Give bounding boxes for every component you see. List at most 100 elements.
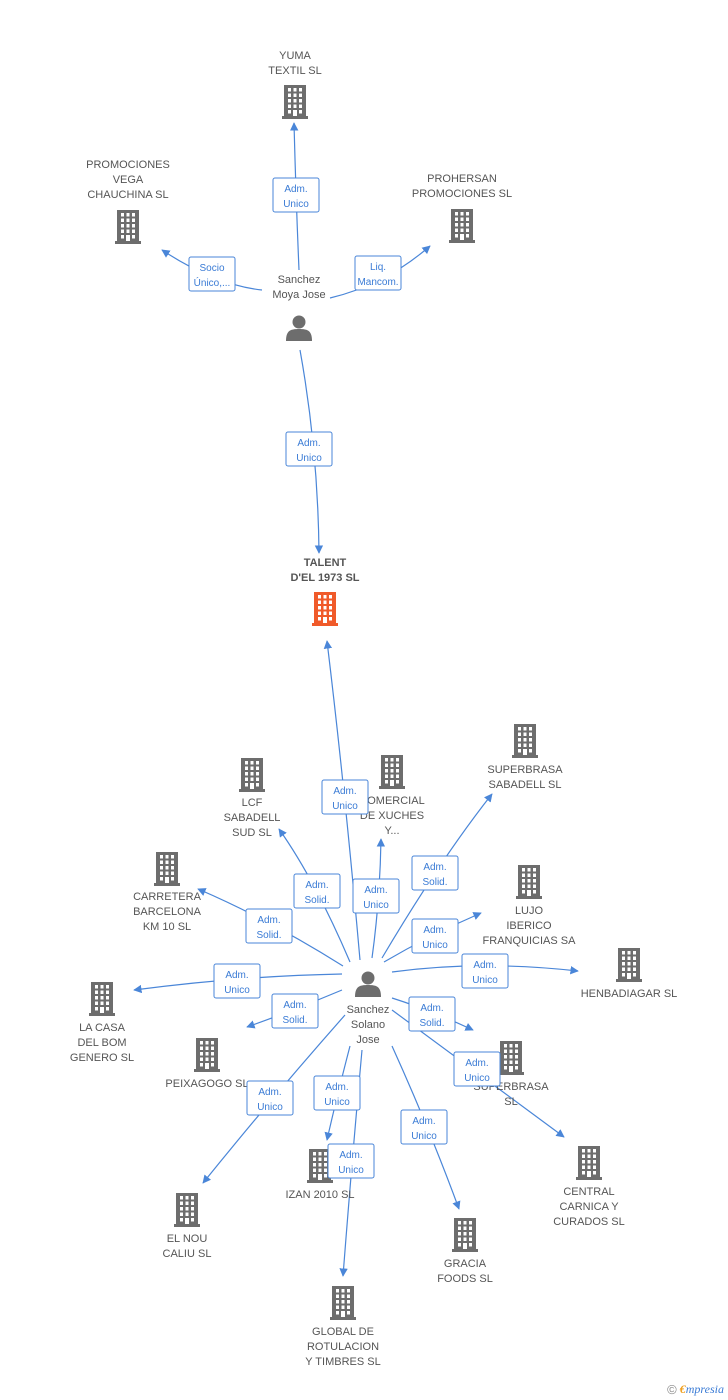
node-izan[interactable]: IZAN 2010 SL [285, 1149, 355, 1201]
node-label-line: SUD SL [232, 827, 272, 839]
edge-label-line: Adm. [412, 1116, 435, 1127]
building-icon [498, 1041, 524, 1075]
edge-label-line: Solid. [422, 877, 447, 888]
node-label-line: KM 10 SL [143, 921, 191, 933]
edge-label-line: Unico [332, 801, 358, 812]
edge-label[interactable]: Adm.Unico [453, 1051, 501, 1087]
node-label-line: CURADOS SL [553, 1216, 625, 1228]
node-label-line: SUPERBRASA [487, 764, 563, 776]
node-label-line: Moya Jose [272, 289, 325, 301]
edge-label[interactable]: Adm. Unico [272, 177, 320, 213]
building-icon [330, 1286, 356, 1320]
building-icon [154, 852, 180, 886]
edge-label[interactable]: Adm.Solid. [411, 855, 459, 891]
edge-label[interactable]: Adm.Solid. [271, 993, 319, 1029]
edge-label[interactable]: Adm.Solid. [293, 873, 341, 909]
node-label-line: IBERICO [506, 920, 552, 932]
edge-label-line: Unico [257, 1102, 283, 1113]
edge-label-line: Adm. [284, 184, 307, 195]
node-label-line: EL NOU [167, 1233, 208, 1245]
building-icon [379, 755, 405, 789]
edge-label[interactable]: Adm.Unico [327, 1143, 375, 1179]
building-icon [115, 210, 141, 244]
node-lujo[interactable]: LUJO IBERICO FRANQUICIAS SA [483, 865, 577, 947]
node-label-line: CALIU SL [163, 1248, 212, 1260]
edge-label-line: Solid. [256, 930, 281, 941]
building-icon [512, 724, 538, 758]
node-peixagogo[interactable]: PEIXAGOGO SL [165, 1038, 249, 1090]
building-icon [239, 758, 265, 792]
edge-label-line: Adm. [325, 1082, 348, 1093]
edge-label-line: Unico [363, 900, 389, 911]
edge-label[interactable]: Adm.Unico [400, 1109, 448, 1145]
building-icon [89, 982, 115, 1016]
edge-label[interactable]: SocioÚnico,... [188, 256, 236, 292]
edge-label-line: Unico [283, 199, 309, 210]
node-label-line: PROHERSAN [427, 173, 497, 185]
edge-label[interactable]: Adm.Solid. [408, 996, 456, 1032]
building-icon [449, 209, 475, 243]
edge-label-line: Unico [422, 940, 448, 951]
edge-label[interactable]: Adm. Unico [313, 1075, 361, 1111]
edge-label-line: Socio [199, 263, 224, 274]
edge-label-line: Solid. [304, 895, 329, 906]
node-label-line: Jose [356, 1034, 379, 1046]
edge-label-line: Unico [464, 1073, 490, 1084]
building-icon [312, 592, 338, 626]
node-label-line: HENBADIAGAR SL [581, 988, 678, 1000]
edge-label[interactable]: Adm.Unico [321, 779, 369, 815]
building-icon [616, 948, 642, 982]
node-henbadiagar[interactable]: HENBADIAGAR SL [581, 948, 678, 1000]
node-label-line: Y... [384, 825, 399, 837]
node-label-line: SABADELL [224, 812, 281, 824]
node-el-nou[interactable]: EL NOU CALIU SL [163, 1193, 212, 1260]
edge-label[interactable]: Adm.Solid. [245, 908, 293, 944]
node-label-line: Sanchez [347, 1004, 390, 1016]
edge-label[interactable]: Adm.Unico [213, 963, 261, 999]
empresia-logo[interactable]: €mpresia [679, 1382, 724, 1396]
node-label-line: SABADELL SL [489, 779, 562, 791]
node-label-line: Solano [351, 1019, 385, 1031]
node-label-line: GLOBAL DE [312, 1326, 374, 1338]
building-icon [194, 1038, 220, 1072]
edge-label-line: Unico [324, 1097, 350, 1108]
node-label-line: TEXTIL SL [268, 65, 321, 77]
node-label-line: SL [504, 1096, 517, 1108]
edge-label-line: Solid. [419, 1018, 444, 1029]
edge-label[interactable]: Adm.Unico [246, 1080, 294, 1116]
edge-label-line: Adm. [283, 1000, 306, 1011]
edge-label[interactable]: Liq.Mancom. [354, 255, 402, 291]
node-label-line: Y TIMBRES SL [305, 1356, 380, 1368]
edge-label[interactable]: Adm.Unico [461, 953, 509, 989]
edge-label[interactable]: Adm. Unico [411, 918, 459, 954]
edge-labels-layer: Adm.UnicoSocioÚnico,...Liq.Mancom.Adm.Un… [188, 177, 509, 1179]
edge-label[interactable]: Adm. Unico [285, 431, 333, 467]
node-label-line: CENTRAL [563, 1186, 614, 1198]
edge-label-line: Adm. [339, 1150, 362, 1161]
node-label-line: GRACIA [444, 1258, 487, 1270]
edge-label-line: Adm. [297, 438, 320, 449]
node-label-line: LUJO [515, 905, 544, 917]
node-label-line: BARCELONA [133, 906, 202, 918]
edge-label-line: Unico [296, 453, 322, 464]
node-label-line: FRANQUICIAS SA [483, 935, 577, 947]
node-superbrasa-sabadell[interactable]: SUPERBRASA SABADELL SL [487, 724, 563, 791]
edge-label-line: Unico [224, 985, 250, 996]
edge-label[interactable]: Adm.Unico [352, 878, 400, 914]
edge-label-line: Adm. [423, 925, 446, 936]
